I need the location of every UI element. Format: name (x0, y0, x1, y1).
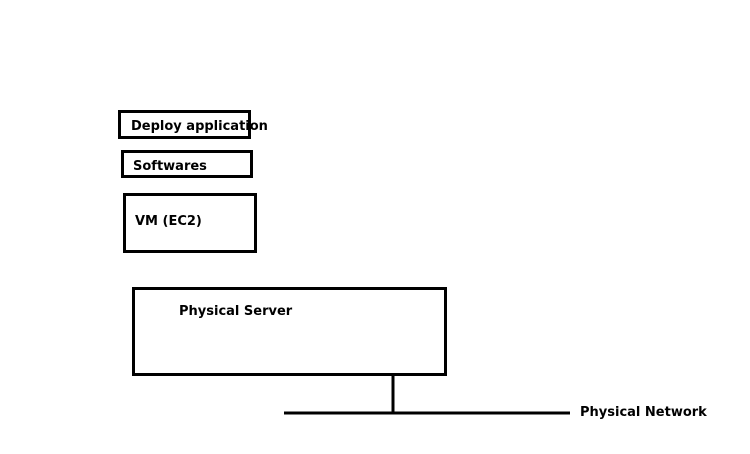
physical-server-label: Physical Server (179, 304, 293, 319)
physical-server-box: Physical Server (132, 287, 447, 376)
softwares-label: Softwares (133, 159, 207, 174)
deploy-application-label: Deploy application (131, 119, 268, 134)
vm-label: VM (EC2) (135, 214, 202, 229)
softwares-box: Softwares (121, 150, 253, 178)
vm-box: VM (EC2) (123, 193, 257, 253)
physical-network-label: Physical Network (580, 405, 707, 420)
deploy-application-box: Deploy application (118, 110, 268, 139)
